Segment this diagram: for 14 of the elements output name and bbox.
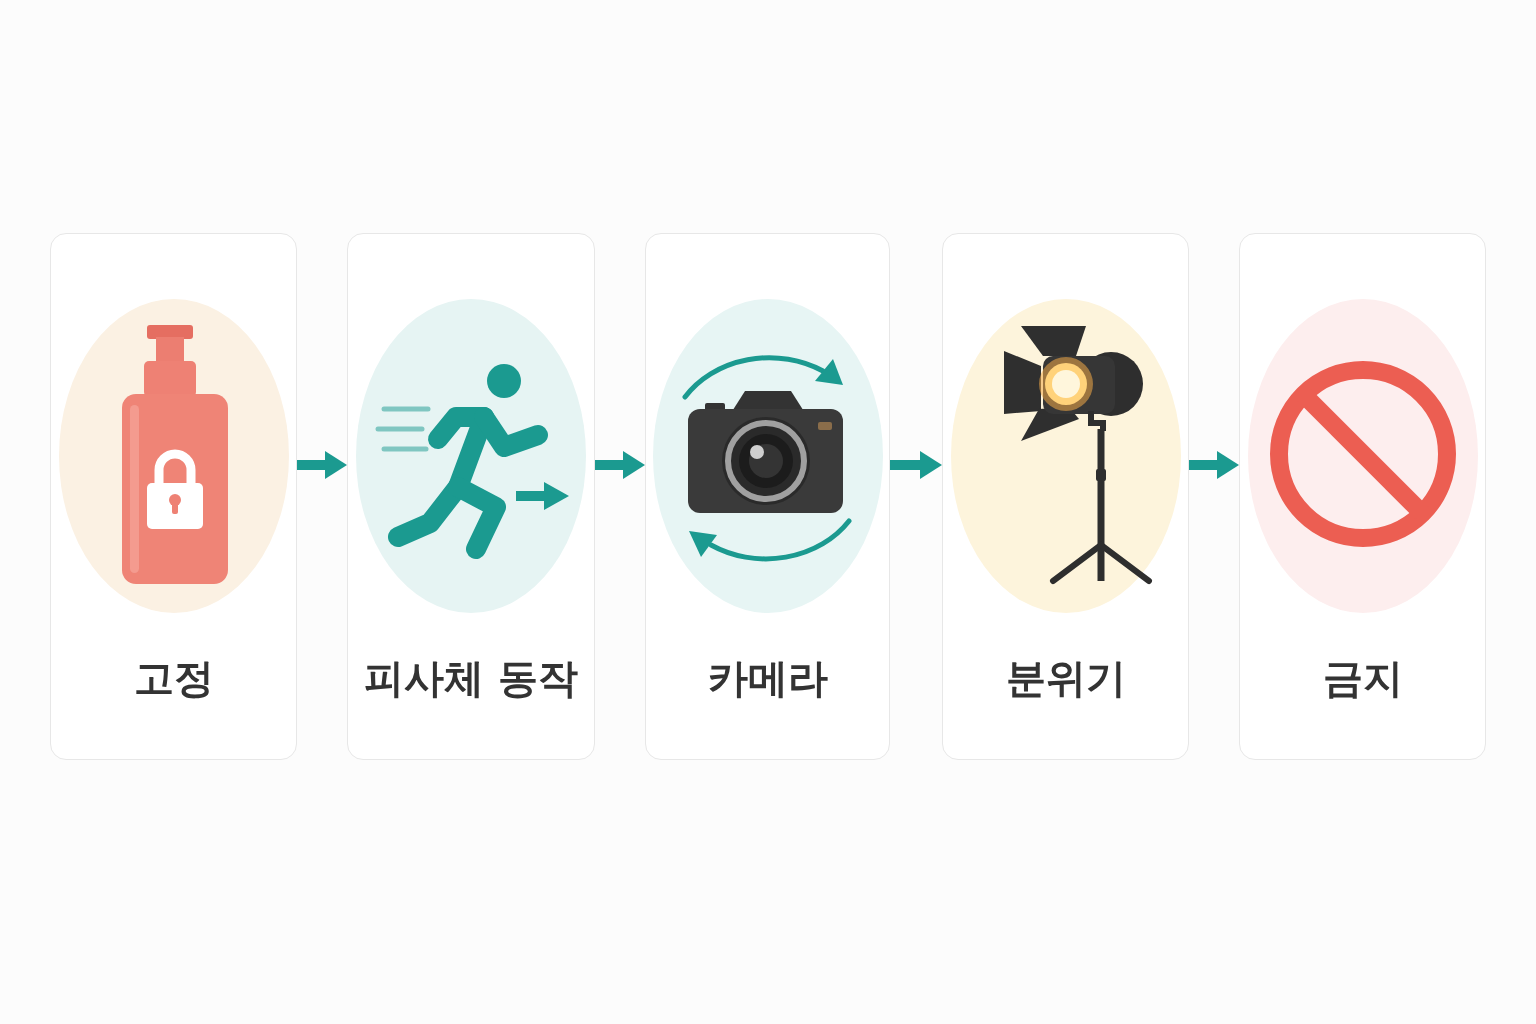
step-card xyxy=(50,233,297,760)
step-label: 금지 xyxy=(1322,654,1403,702)
step-label: 카메라 xyxy=(707,654,828,702)
step-card xyxy=(645,233,890,760)
arrow xyxy=(1189,451,1239,479)
step-label: 피사체 동작 xyxy=(364,654,578,702)
step-card xyxy=(1239,233,1486,760)
step-label: 분위기 xyxy=(1005,654,1126,702)
arrow xyxy=(297,451,347,479)
step-label: 고정 xyxy=(133,654,214,702)
arrow xyxy=(595,451,645,479)
arrow xyxy=(890,451,942,479)
step-card xyxy=(942,233,1189,760)
step-card xyxy=(347,233,595,760)
